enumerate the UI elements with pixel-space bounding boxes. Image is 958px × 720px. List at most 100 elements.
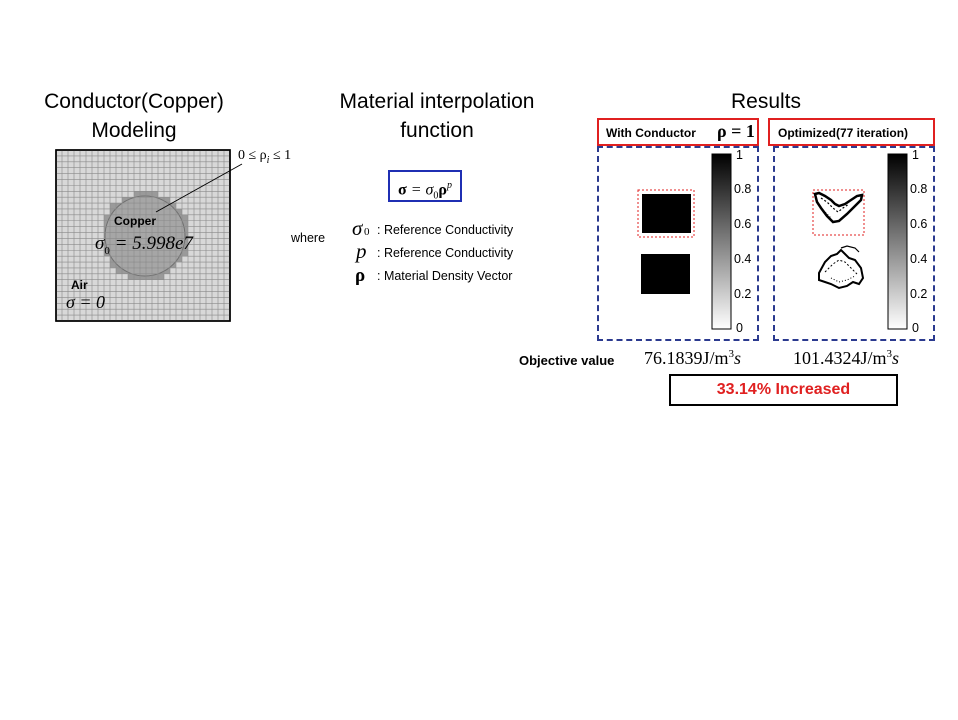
modeling-heading-line2: Modeling (91, 119, 177, 142)
formula-equals-sigma: = σ (406, 181, 434, 199)
colorbar-left (711, 153, 732, 330)
with-conductor-title: With Conductor (606, 126, 696, 140)
copper-mesh-cell (134, 273, 140, 280)
formula-rho: ρ (438, 181, 447, 199)
formula-subscript: 0 (433, 190, 439, 202)
constraint-text: 0 ≤ ρ (238, 148, 267, 163)
leader-line (155, 163, 243, 213)
mesh-border (55, 149, 231, 322)
copper-mesh-cell (146, 191, 152, 198)
copper-mesh-cell (110, 203, 116, 209)
optimized-plot (812, 153, 908, 330)
increase-box: 33.14% Increased (669, 374, 898, 406)
copper-mesh-cell (158, 273, 164, 280)
legend-row-sigma: σ 0 : Reference Conductivity (352, 216, 552, 242)
air-label: Air (71, 278, 88, 292)
colorbar-right-ticks: 1 0.8 0.6 0.4 0.2 0 (910, 148, 934, 339)
copper-mesh-cell (104, 214, 110, 221)
legend-desc-p: : Reference Conductivity (377, 246, 514, 260)
objective-label: Objective value (519, 353, 615, 368)
copper-mesh-cell (104, 250, 110, 257)
copper-mesh-cell (182, 244, 188, 251)
copper-sigma-sub: 0 (104, 244, 110, 257)
legend-symbol-sigma-sub: 0 (364, 226, 370, 238)
tick-0-6: 0.6 (734, 217, 752, 231)
modeling-heading-line1: Conductor(Copper) (44, 90, 224, 113)
left-objective-value: 76.1839J/m3s (644, 348, 741, 369)
legend-symbol-sigma: σ (352, 216, 363, 240)
with-conductor-title-box: With Conductor ρ = 1 (597, 118, 759, 146)
mesh-diagram (55, 149, 231, 322)
increase-text: 33.14% Increased (716, 381, 851, 398)
with-conductor-formula: ρ = 1 (717, 121, 755, 142)
left-value-text: 76.1839J/m (644, 348, 729, 368)
tick-0-4: 0.4 (734, 252, 752, 266)
copper-mesh-cell (122, 197, 128, 204)
colorbar-left-ticks: 1 0.8 0.6 0.4 0.2 0 (734, 148, 758, 339)
legend-desc-rho: : Material Density Vector (377, 269, 513, 283)
highlight-box (637, 189, 695, 238)
copper-mesh-cell (146, 273, 152, 280)
legend-row-p: p : Reference Conductivity (352, 239, 552, 265)
interpolation-heading-line2: function (400, 119, 474, 142)
copper-mesh-cell (152, 273, 158, 280)
optimized-title: Optimized(77 iteration) (778, 126, 909, 140)
modeling-heading: Conductor(Copper) Modeling (24, 87, 244, 145)
legend-symbol-rho: ρ (355, 265, 366, 286)
copper-mesh-cell (164, 197, 170, 204)
right-objective-value: 101.4324J/m3s (793, 348, 899, 369)
constraint-subscript: i (266, 154, 270, 166)
where-label: where (291, 231, 326, 245)
copper-mesh-cell (110, 262, 116, 268)
formula-exponent: p (446, 180, 452, 191)
formula-sigma: σ (398, 181, 407, 199)
copper-mesh-cell (182, 226, 188, 233)
copper-mesh-cell (182, 220, 188, 227)
copper-mesh-cell (176, 208, 182, 215)
copper-mesh-cell (116, 267, 122, 274)
tick-1: 1 (912, 148, 919, 162)
with-conductor-plot (637, 153, 732, 330)
with-conductor-panel (597, 146, 759, 341)
tick-1: 1 (736, 148, 743, 162)
copper-mesh-cell (152, 191, 158, 198)
density-constraint: 0 ≤ ρi ≤ 1 (238, 148, 291, 166)
legend-row-rho: ρ : Material Density Vector (352, 263, 552, 289)
highlight-box-optimized (812, 189, 865, 236)
tick-0: 0 (736, 321, 743, 335)
copper-mesh-cell (176, 256, 182, 263)
right-value-end: s (892, 348, 900, 368)
optimized-panel (773, 146, 935, 341)
tick-0: 0 (912, 321, 919, 335)
results-heading-line1: Results (730, 90, 802, 113)
interpolation-heading-line1: Material interpolation (339, 90, 535, 113)
tick-0-2: 0.2 (734, 287, 752, 301)
tick-0-4: 0.4 (910, 252, 928, 266)
legend-desc-sigma: : Reference Conductivity (377, 223, 514, 237)
optimized-lower-shape (818, 245, 865, 290)
tick-0-8: 0.8 (910, 182, 928, 196)
with-conductor-formula-text: ρ = 1 (717, 121, 755, 141)
copper-label: Copper (114, 214, 156, 228)
tick-0-2: 0.2 (910, 287, 928, 301)
copper-mesh-cell (134, 191, 140, 198)
tick-0-8: 0.8 (734, 182, 752, 196)
constraint-end: ≤ 1 (269, 148, 292, 163)
optimized-upper-shape (813, 191, 864, 224)
results-heading: Results (706, 87, 826, 116)
left-value-end: s (734, 348, 742, 368)
copper-value: = 5.998e7 (109, 233, 193, 254)
optimized-title-box: Optimized(77 iteration) (768, 118, 935, 146)
copper-sigma: σ (95, 233, 105, 254)
copper-mesh-cell (128, 273, 134, 280)
interpolation-formula-box: σ = σ0ρp (388, 170, 462, 202)
legend-symbol-p: p (356, 239, 367, 263)
copper-mesh-cell (164, 267, 170, 274)
right-value-sup: 3 (886, 348, 893, 360)
lower-conductor-block (641, 254, 690, 294)
interpolation-heading: Material interpolation function (318, 87, 556, 145)
air-conductivity: σ = 0 (66, 292, 106, 312)
copper-mesh-cell (182, 250, 188, 257)
copper-mesh-cell (182, 214, 188, 221)
right-value-text: 101.4324J/m (793, 348, 887, 368)
